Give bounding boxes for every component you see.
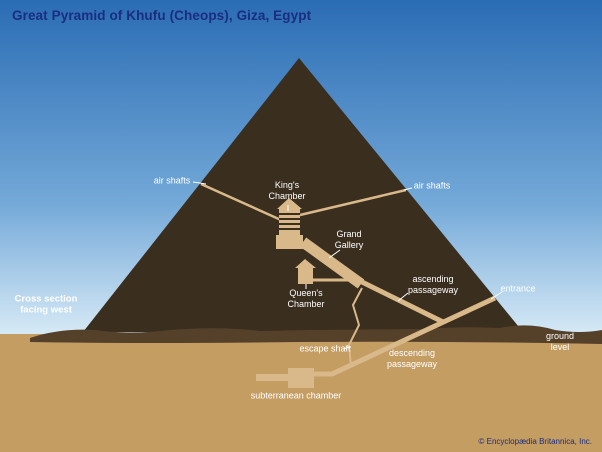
terrain-ridge bbox=[30, 325, 602, 344]
relieving-chamber-roof bbox=[277, 198, 302, 209]
relieving-chambers-stack bbox=[279, 209, 300, 235]
kings-chamber bbox=[276, 235, 303, 249]
air-shaft-left bbox=[200, 182, 282, 222]
leader-grand-gallery bbox=[328, 249, 341, 259]
escape-shaft bbox=[347, 287, 363, 367]
leader-air-shafts-left bbox=[192, 181, 207, 185]
page-title: Great Pyramid of Khufu (Cheops), Giza, E… bbox=[12, 8, 312, 23]
queens-chamber bbox=[298, 268, 313, 284]
leader-entrance bbox=[490, 291, 503, 300]
queens-chamber-roof bbox=[295, 259, 316, 268]
leader-escape-shaft bbox=[342, 346, 352, 350]
subterranean-dead-end-passage bbox=[256, 374, 289, 381]
subterranean-chamber bbox=[288, 368, 314, 388]
air-shaft-right bbox=[299, 188, 407, 217]
leader-ascending-passageway bbox=[397, 292, 409, 302]
pyramid-silhouette bbox=[83, 58, 523, 332]
ascending-passageway bbox=[358, 278, 445, 325]
leader-air-shafts-right bbox=[403, 187, 413, 191]
grand-gallery bbox=[299, 237, 365, 289]
copyright-credit: © Encyclopædia Britannica, Inc. bbox=[478, 437, 592, 446]
sand-ground bbox=[0, 334, 602, 452]
